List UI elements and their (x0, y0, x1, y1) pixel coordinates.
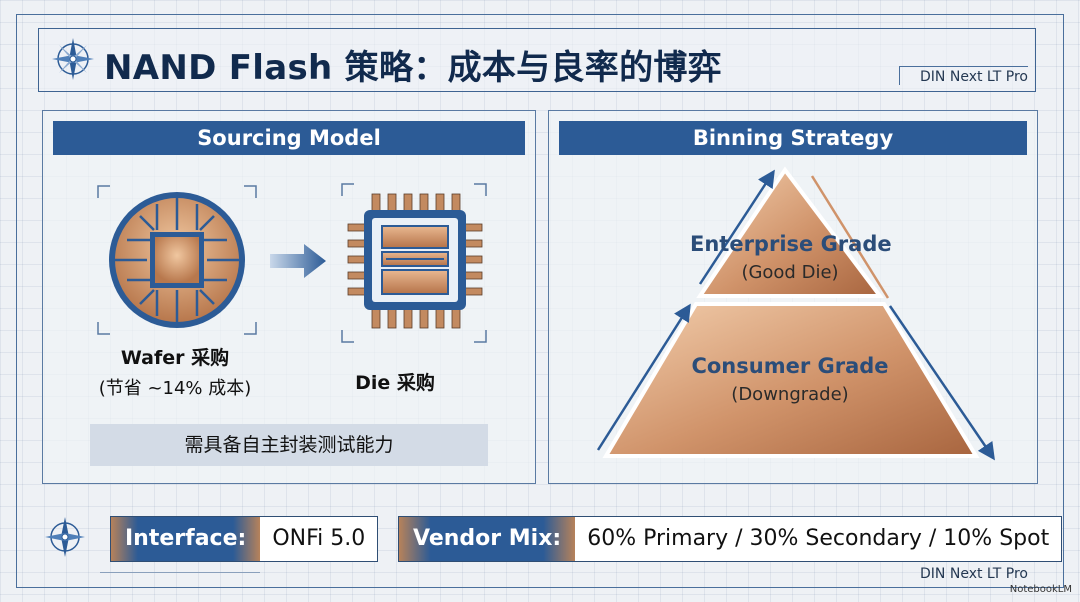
interface-spec: Interface: ONFi 5.0 (110, 516, 379, 562)
font-tag-bottom: DIN Next LT Pro (920, 566, 1028, 582)
consumer-grade-title: Consumer Grade (691, 354, 889, 378)
interface-value: ONFi 5.0 (272, 526, 366, 551)
interface-label: Interface: (111, 517, 261, 561)
die-label: Die 采购 (355, 372, 435, 394)
pyramid-bottom-tier (602, 302, 980, 458)
compass-rose-icon (52, 38, 94, 80)
arrow-right-icon (270, 244, 326, 278)
wafer-icon (97, 185, 257, 335)
pyramid-top-tier (696, 166, 885, 298)
vendor-mix-label: Vendor Mix: (399, 517, 576, 561)
font-tag-top: DIN Next LT Pro (899, 66, 1028, 85)
binning-pyramid (596, 166, 995, 461)
chip-icon (341, 183, 487, 343)
ruler-decoration (100, 572, 260, 581)
enterprise-grade-sub: (Good Die) (741, 262, 839, 283)
wafer-label: Wafer 采购 (120, 347, 230, 369)
notebooklm-credit: NotebookLM (1009, 584, 1072, 595)
binning-header: Binning Strategy (559, 121, 1027, 155)
page-title: NAND Flash 策略：成本与良率的博弈 (104, 48, 722, 88)
sourcing-header: Sourcing Model (53, 121, 525, 155)
enterprise-grade-title: Enterprise Grade (690, 232, 892, 256)
vendor-mix-value: 60% Primary / 30% Secondary / 10% Spot (587, 526, 1050, 551)
vendor-mix-spec: Vendor Mix: 60% Primary / 30% Secondary … (398, 516, 1063, 562)
compass-rose-icon (45, 517, 85, 557)
outer-frame (16, 14, 1064, 588)
title-band (38, 28, 1036, 92)
wafer-savings-note: (节省 ~14% 成本) (98, 378, 252, 399)
requirement-box: 需具备自主封装测试能力 (90, 424, 488, 466)
consumer-grade-sub: (Downgrade) (731, 384, 849, 405)
